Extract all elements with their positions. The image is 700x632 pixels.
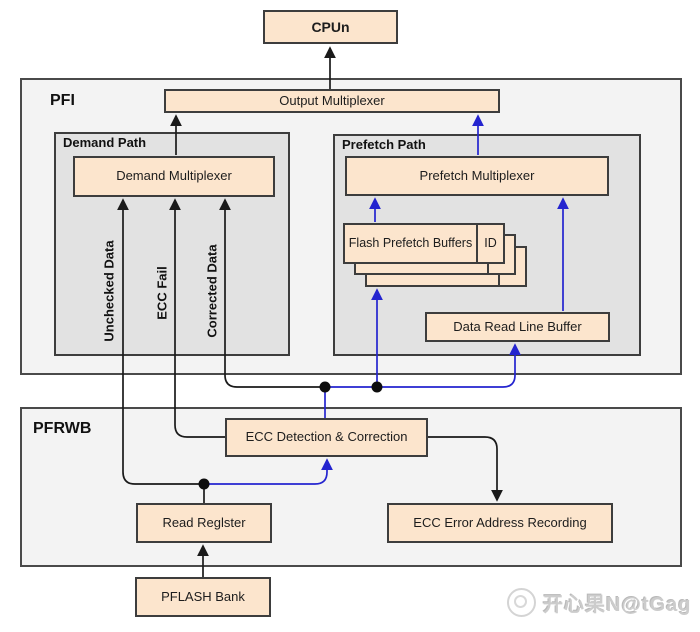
demand-path-label: Demand Path [63, 135, 147, 150]
ecc-detection-correction-block: ECC Detection & Correction [225, 418, 428, 457]
demand-multiplexer-block: Demand Multiplexer [73, 156, 275, 197]
output-multiplexer-block: Output Multiplexer [164, 89, 500, 113]
flash-prefetch-buffers-block: Flash Prefetch Buffers ID [343, 223, 505, 264]
ecc-error-address-recording-block: ECC Error Address Recording [387, 503, 613, 543]
corrected-data-signal-label: Corrected Data [204, 244, 220, 338]
pflash-bank-block: PFLASH Bank [135, 577, 271, 617]
id-divider [476, 223, 478, 264]
prefetch-multiplexer-block: Prefetch Multiplexer [345, 156, 609, 196]
watermark-logo-icon [507, 588, 536, 617]
watermark-text: 开心果N@tGag [543, 594, 692, 616]
read-register-block: Read Reglster [136, 503, 272, 543]
ecc-fail-signal-label: ECC Fail [154, 266, 170, 320]
junction-dot [319, 381, 331, 393]
data-read-line-buffer-block: Data Read Line Buffer [425, 312, 610, 342]
pfrwb-label: PFRWB [33, 420, 92, 437]
pfi-label: PFI [50, 92, 75, 109]
cpu-block: CPUn [263, 10, 398, 44]
watermark: 开心果N@tGag [507, 588, 692, 617]
prefetch-path-label: Prefetch Path [342, 137, 426, 152]
junction-dot [371, 381, 383, 393]
id-tag-cell: ID [484, 236, 497, 251]
unchecked-data-signal-label: Unchecked Data [101, 240, 117, 342]
flash-prefetch-buffers-label: Flash Prefetch Buffers [348, 236, 473, 251]
